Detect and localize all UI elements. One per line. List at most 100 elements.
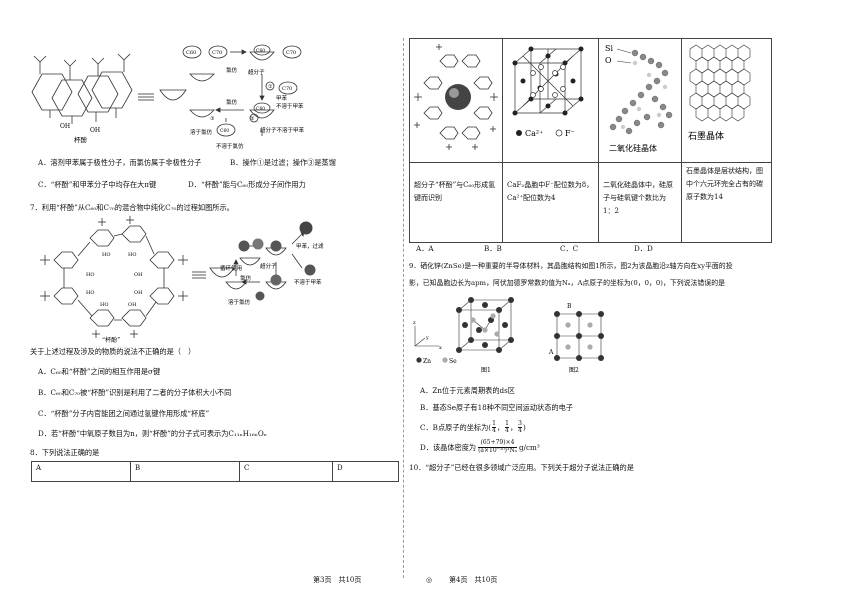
q8-option-a: A．A — [416, 244, 434, 253]
insoluble-chloroform-label: 不溶于氯仿 — [216, 142, 244, 150]
calixarene-label: 杯酚 — [74, 135, 88, 144]
insoluble-toluene-label: 不溶于甲苯 — [276, 102, 304, 110]
q9-option-d-prefix: D．该晶体密度为 — [420, 442, 477, 452]
toluene-filter-label: 甲苯，过滤 — [296, 242, 324, 250]
q7-option-d: D．若“杯酚”中氧原子数目为n，则“杯酚”的分子式可表示为C₁₁ₙH₁₆ₙOₙ — [38, 429, 267, 438]
supramolecule-label-2: 超分子 — [260, 262, 277, 270]
page-number-left: 第3页 共10页 — [313, 576, 362, 584]
density-fraction: (65+79)×4 (a×10⁻¹⁰)³Nₐ — [478, 439, 517, 454]
toluene-label: 甲苯 — [276, 94, 288, 102]
density-denominator: (a×10⁻¹⁰)³Nₐ — [478, 446, 517, 454]
c70-label-2: C70 — [286, 50, 296, 56]
caption-c2: CaF₂晶胞中F⁻配位数为8，Ca²⁺配位数为4 — [502, 161, 599, 243]
soluble-chloroform-label-2: 溶于氯仿 — [228, 298, 251, 306]
point-a-label: A — [548, 349, 554, 356]
o-label: O — [605, 56, 612, 65]
chloroform-label-3: 氯仿 — [240, 274, 252, 282]
cup-purification-figure: HO HO HO OH HO OH HO OH “杯酚” 超分子 循环使用 氯仿… — [40, 216, 324, 344]
si-label: Si — [605, 44, 613, 53]
q8-option-c: C．C — [560, 244, 579, 253]
fraction-3-num: 3 — [518, 420, 522, 427]
step2: ② — [250, 116, 255, 122]
q8-option-d: D．D — [634, 244, 653, 253]
sio2-caption: 二氧化硅晶体 — [609, 143, 657, 153]
oh-label-6: OH — [134, 290, 143, 296]
supramolecule-label: 超分子 — [248, 68, 265, 76]
q7-option-c: C．“杯酚”分子内官能团之间通过氢键作用形成“杯底” — [38, 409, 210, 418]
c60-label-bottom: C60 — [220, 128, 229, 134]
q7-option-a: A．C₆₀和“杯酚”之间的相互作用是σ键 — [38, 367, 161, 376]
c60-in-bowl-2: C60 — [256, 106, 265, 112]
step1: ① — [268, 84, 273, 90]
axis-y-label: y — [425, 335, 429, 341]
q9-stem-line2: 影，已知晶胞边长为apm，阿伏加德罗常数的值为Nₐ，A点原子的坐标为(0，0，0… — [409, 279, 725, 287]
chloroform-label-2: 氯仿 — [226, 98, 238, 106]
q9-option-c-prefix: C．B点原子的坐标为( — [420, 423, 492, 432]
caf2-cell: Ca²⁺ F⁻ — [502, 38, 599, 163]
q9-option-a: A．Zn位于元素周期表的ds区 — [420, 386, 515, 395]
center-mark-icon: ◎ — [426, 576, 433, 584]
caption-c1: 超分子“杯酚”与C₆₀形成氢键而识别 — [409, 161, 503, 243]
f-ion-label: F⁻ — [565, 129, 575, 138]
graphite-lattice-figure: 石墨晶体 — [688, 44, 751, 142]
graphite-caption: 石墨晶体 — [688, 130, 724, 142]
caption-c3: 二氧化硅晶体中，硅原子与硅氧键个数比为1：2 — [598, 161, 682, 243]
page-number-right: 第4页 共10页 — [449, 576, 498, 584]
q8-option-b: B．B — [484, 244, 502, 253]
q8-table-cell-b: B — [130, 461, 240, 482]
cup-label: “杯酚” — [102, 336, 120, 344]
c60-label: C60 — [186, 50, 196, 56]
recycle-label: 循环使用 — [220, 264, 242, 272]
c70-label: C70 — [212, 50, 222, 56]
fraction-2-num: 1 — [505, 420, 509, 427]
ho-label-2: HO — [128, 252, 136, 258]
fraction-2-den: 4 — [505, 427, 509, 434]
sio2-crystal-figure: Si O 二氧化硅晶体 — [605, 44, 673, 153]
q9-stem-line1: 9．硒化锌(ZnSe)是一种重要的半导体材料，其晶胞结构如图1所示，图2为该晶胞… — [409, 262, 733, 270]
sio2-cell: Si O 二氧化硅晶体 — [598, 38, 682, 163]
calixarene-process-figure: OH OH 杯酚 C60 C70 C60 C70 超分子 氯仿 ① C70 甲苯… — [31, 44, 305, 150]
q9-option-b: B．基态Se原子有18种不同空间运动状态的电子 — [420, 403, 573, 412]
fraction-1: 1 4 — [492, 421, 496, 434]
znse-cell-figure: Zn Se x y z 图1 图2 B A — [413, 297, 604, 374]
q8-option-table: A B C D — [31, 461, 399, 482]
q7-option-b: B．C₆₀和C₇₀被“杯酚”识别是利用了二者的分子体积大小不同 — [38, 388, 232, 397]
se-legend-label: Se — [449, 358, 457, 365]
fraction-3-den: 4 — [518, 427, 522, 434]
oh-label-4: OH — [134, 272, 143, 278]
c60-in-bowl: C60 — [256, 48, 265, 54]
supra-insoluble-toluene-label: 超分子不溶于甲苯 — [260, 126, 305, 134]
oh-label-2: OH — [90, 127, 100, 134]
fraction-1-den: 4 — [492, 427, 496, 434]
fraction-1-num: 1 — [492, 420, 496, 427]
caf2-lattice-figure: Ca²⁺ F⁻ — [512, 46, 584, 138]
q6-option-a: A．溶剂甲苯属于极性分子，而氯仿属于非极性分子 — [38, 158, 202, 167]
q6-option-b: B．操作①是过滤；操作③是蒸馏 — [230, 158, 336, 167]
ho-label-5: HO — [86, 290, 94, 296]
q8-table-cell-c: C — [239, 461, 333, 482]
oh-label-8: OH — [128, 302, 137, 308]
density-unit: g/cm³ — [518, 442, 540, 452]
q9-option-c: C．B点原子的坐标为( 1 4 ， 1 4 ， 3 4 ) — [420, 420, 526, 434]
step3: ③ — [210, 116, 215, 122]
oh-label-1: OH — [60, 123, 70, 130]
graphite-cell: 石墨晶体 — [681, 38, 772, 163]
q8-table-cell-d: D — [332, 461, 399, 482]
fig2-caption: 图2 — [569, 367, 579, 374]
axis-x-label: x — [439, 345, 442, 351]
page-divider — [403, 38, 404, 578]
density-numerator: (65+79)×4 — [480, 439, 515, 446]
fraction-2: 1 4 — [505, 421, 509, 434]
ho-label-3: HO — [86, 272, 94, 278]
q7-stem: 7．利用“杯酚”从C₆₀和C₇₀的混合物中纯化C₇₀的过程如图所示。 — [30, 203, 234, 212]
soluble-chloroform-label: 溶于氯仿 — [190, 128, 213, 136]
q9-option-d: D．该晶体密度为 (65+79)×4 (a×10⁻¹⁰)³Nₐ g/cm³ — [420, 439, 540, 454]
ho-label-7: HO — [100, 302, 108, 308]
q8-table-cell-a: A — [31, 461, 131, 482]
calixarene-c60-figure — [414, 44, 498, 150]
c70-label-3: C70 — [282, 86, 292, 92]
axis-z-label: z — [413, 320, 416, 326]
fig1-caption: 图1 — [481, 367, 491, 374]
fraction-3: 3 4 — [518, 421, 522, 434]
zn-legend-label: Zn — [423, 358, 431, 365]
